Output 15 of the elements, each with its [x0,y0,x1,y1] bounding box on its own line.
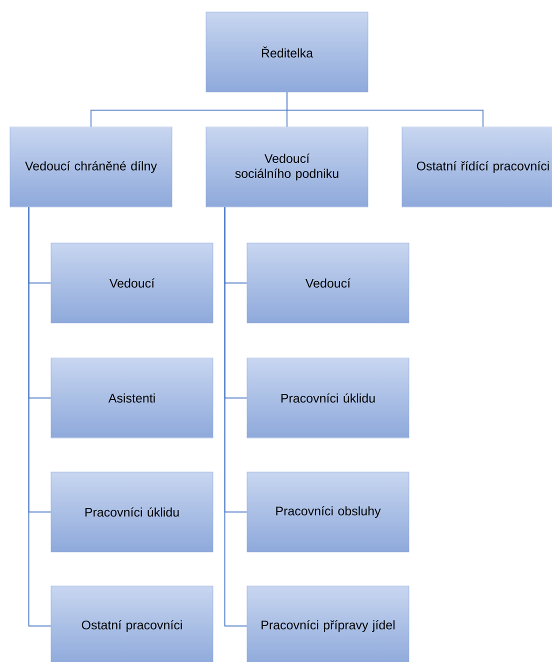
org-box: Pracovníci úklidu [246,358,410,438]
connector-line [286,92,484,128]
connector-line [28,206,52,626]
org-box: Ostatní pracovníci [50,586,214,662]
org-box: Ostatní řídící pracovníci [402,126,552,208]
org-box: Pracovníci úklidu [50,472,214,552]
org-box: Pracovníci obsluhy [246,472,410,552]
org-box: Ředitelka [206,12,368,92]
org-box: Vedoucí [50,242,214,324]
org-box: Vedoucí sociálního podniku [206,126,368,208]
org-box: Asistenti [50,358,214,438]
org-box: Vedoucí [246,242,410,324]
org-box: Vedoucí chráněné dílny [10,126,172,208]
connector-line [224,206,248,626]
org-box: Pracovníci přípravy jídel [246,586,410,662]
